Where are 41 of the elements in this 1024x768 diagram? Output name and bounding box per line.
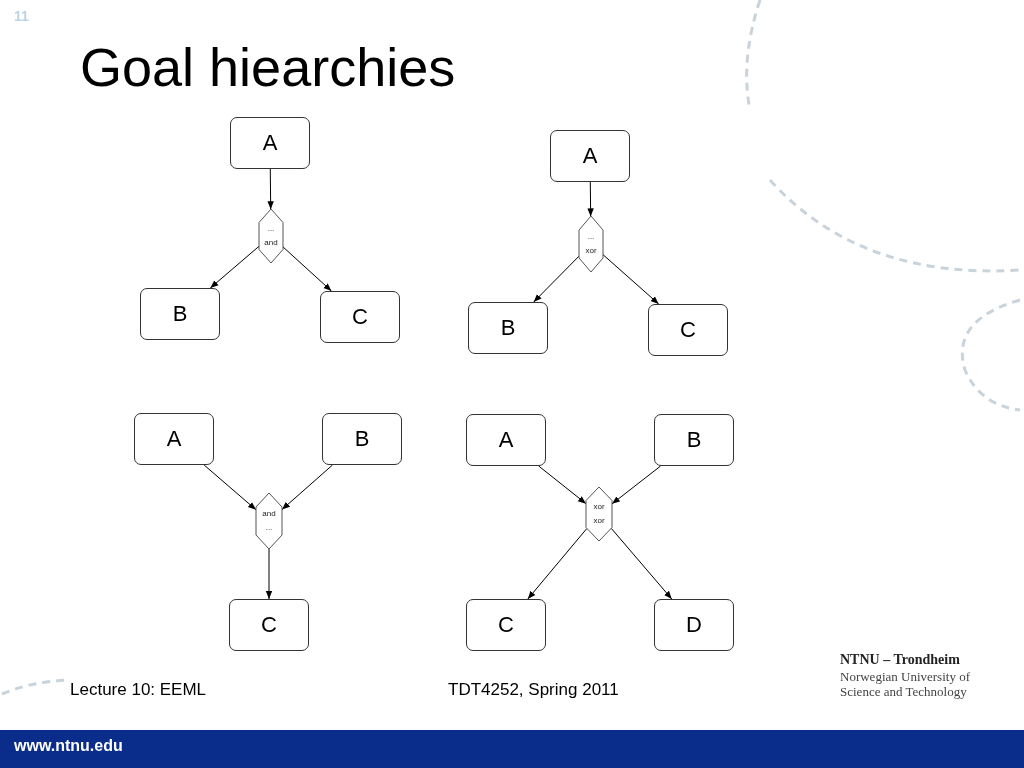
arrow: [265, 548, 273, 600]
goal-box: D: [654, 599, 734, 651]
goal-box: A: [550, 130, 630, 182]
arrow: [209, 245, 260, 289]
operator-text: xor: [593, 503, 605, 511]
operator-text: xor: [593, 517, 605, 525]
operator-text: ...: [265, 524, 273, 532]
operator-text: ...: [587, 233, 595, 241]
footer-text: Lecture 10: EEML: [70, 680, 207, 700]
slide-title: Goal hiearchies: [80, 38, 456, 98]
institution-name: NTNU – Trondheim: [840, 652, 960, 668]
goal-box: A: [230, 117, 310, 169]
goal-box: C: [320, 291, 400, 343]
goal-box: B: [140, 288, 220, 340]
operator-text: ...: [267, 225, 275, 233]
goal-box: C: [648, 304, 728, 356]
goal-box: B: [322, 413, 402, 465]
arrow: [527, 527, 588, 600]
web-address: www.ntnu.edu: [14, 737, 123, 755]
goal-box: B: [654, 414, 734, 466]
goal-box: A: [466, 414, 546, 466]
arrow: [538, 465, 587, 505]
footer-text: TDT4252, Spring 2011: [448, 680, 619, 700]
arrow: [281, 464, 333, 511]
goal-box: A: [134, 413, 214, 465]
goal-box: C: [466, 599, 546, 651]
arrow: [203, 464, 257, 511]
operator-text: and: [264, 239, 278, 247]
operator-text: xor: [585, 247, 597, 255]
arrow: [282, 246, 332, 292]
goal-box: B: [468, 302, 548, 354]
arrow: [533, 255, 580, 303]
arrow: [611, 465, 662, 505]
page-number: 11: [14, 8, 29, 24]
arrow: [610, 527, 673, 600]
goal-box: C: [229, 599, 309, 651]
operator-text: and: [262, 510, 276, 518]
arrow: [602, 254, 660, 305]
arrow: [267, 168, 274, 210]
institution-subtitle: Norwegian University of Science and Technology: [840, 669, 971, 699]
arrow: [587, 181, 594, 217]
